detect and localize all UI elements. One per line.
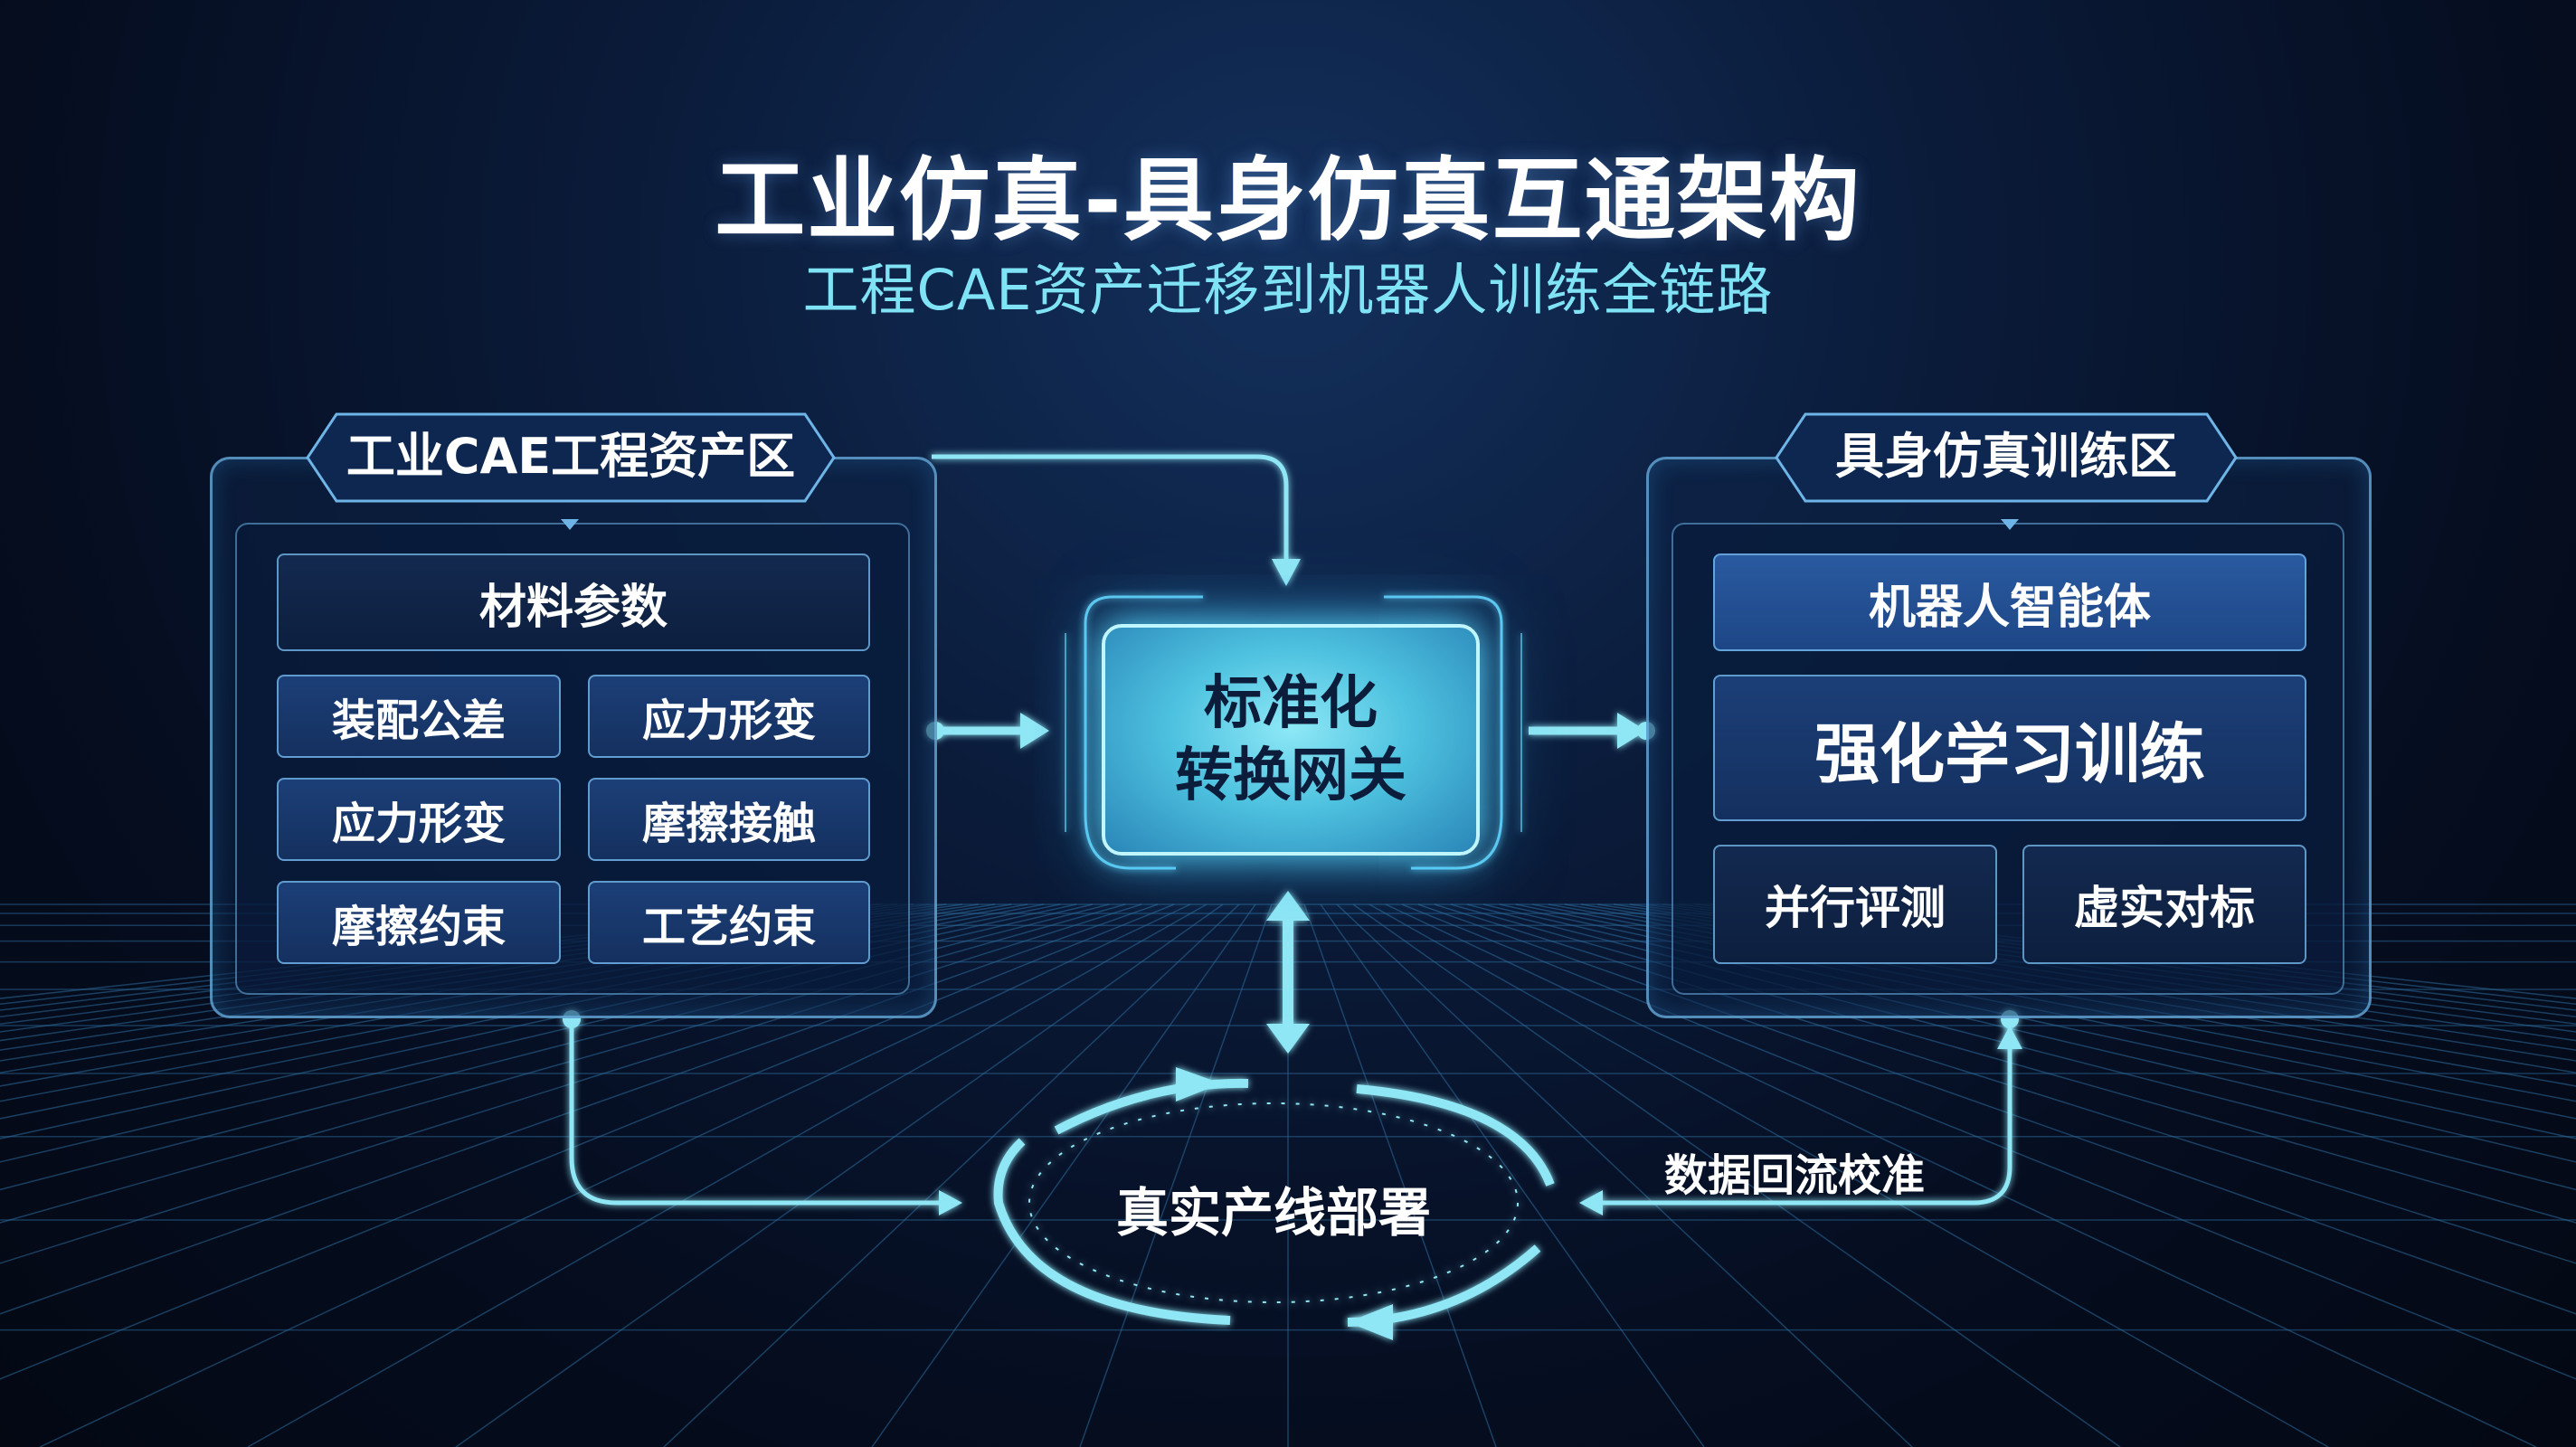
page-subtitle: 工程CAE资产迁移到机器人训练全链路: [802, 257, 1774, 323]
grid-line: [0, 903, 866, 999]
arrowhead-right-mid: [1617, 713, 1646, 749]
grid-line: [663, 903, 1240, 1447]
conversion-gateway: 标准化 转换网关: [1102, 624, 1480, 856]
rl-training-box: 强化学习训练: [1713, 675, 2306, 821]
grid-line: [871, 903, 1256, 1447]
grid-line: [1368, 903, 2329, 1447]
grid-line: [1336, 903, 1913, 1447]
cycle-inner-dotted: [1028, 1102, 1519, 1303]
grid-line: [455, 903, 1224, 1447]
grid-line: [1694, 903, 2576, 1006]
cycle-arrow-bottom: [1348, 1304, 1393, 1340]
left-item-4: 摩擦接触: [588, 778, 870, 861]
grid-line: [39, 903, 1191, 1447]
grid-line: [1662, 903, 2576, 1018]
arrowhead-left-mid: [1020, 713, 1049, 749]
left-item-3: 应力形变: [277, 778, 561, 861]
right-zone-notch: [2001, 519, 2019, 530]
grid-line: [1320, 903, 1705, 1447]
arrowhead-vertical-up: [1266, 891, 1310, 921]
grid-line: [0, 903, 1175, 1380]
arrowhead-left-bottom: [939, 1190, 962, 1215]
arrowhead-right-bottom: [1579, 1190, 1603, 1215]
cycle-arc-bottom-left: [993, 1138, 1231, 1325]
data-feedback-label: 数据回流校准: [1664, 1150, 1926, 1201]
left-zone-title: 工业CAE工程资产区: [346, 428, 796, 485]
cycle-arc-top: [1054, 1078, 1249, 1135]
right-zone-tab-shape: [1775, 412, 2238, 503]
robot-agent-box: 机器人智能体: [1713, 553, 2306, 651]
grid-line: [1710, 903, 2576, 999]
grid-line: [1385, 903, 2537, 1447]
gateway-line-1: 标准化: [1204, 670, 1378, 737]
production-deploy-label: 真实产线部署: [1115, 1182, 1431, 1244]
gateway-frame-inner: [1065, 633, 1522, 832]
parallel-eval-box: 并行评测: [1713, 845, 1997, 964]
gateway-line-2: 转换网关: [1175, 742, 1406, 809]
left-item-1: 装配公差: [277, 675, 561, 758]
wire-left-top: [932, 454, 1289, 561]
cycle-arc-top-right: [1356, 1084, 1555, 1187]
left-item-2: 应力形变: [588, 675, 870, 758]
wire-right-bottom: [1601, 1022, 2012, 1206]
left-zone-tab-shape: [306, 412, 836, 503]
grid-line: [0, 903, 898, 1011]
arrowhead-top: [1272, 559, 1301, 586]
grid-line: [0, 903, 914, 1018]
gateway-frame-outer: [1084, 595, 1503, 870]
grid-line: [1352, 903, 2121, 1447]
page-title: 工业仿真-具身仿真互通架构: [715, 147, 1861, 253]
wire-left-bottom: [569, 1019, 941, 1206]
left-item-5: 摩擦约束: [277, 881, 561, 964]
arrowhead-vertical-down: [1266, 1024, 1310, 1054]
material-params-box: 材料参数: [277, 553, 870, 651]
grid-line: [1303, 903, 1497, 1447]
arrowhead-right-up: [1997, 1026, 2022, 1049]
grid-line: [1401, 903, 2576, 1380]
left-zone-notch: [561, 519, 579, 530]
left-item-6: 工艺约束: [588, 881, 870, 964]
grid-line: [247, 903, 1208, 1447]
cycle-arrow-top: [1176, 1067, 1221, 1102]
grid-line: [0, 903, 882, 1006]
grid-line: [1079, 903, 1273, 1447]
right-zone-title: 具身仿真训练区: [1835, 428, 2177, 485]
grid-line: [1678, 903, 2576, 1011]
sim-real-benchmark-box: 虚实对标: [2022, 845, 2306, 964]
